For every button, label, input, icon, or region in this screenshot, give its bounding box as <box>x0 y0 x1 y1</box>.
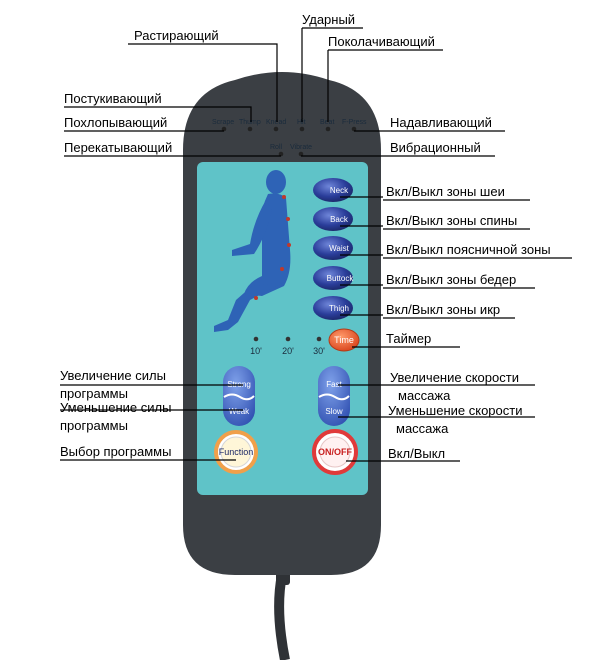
label-strength-down-2: программы <box>60 418 128 433</box>
neck-button[interactable]: Neck <box>313 178 353 202</box>
timer-label-20: 20' <box>282 346 294 356</box>
label-power: Вкл/Выкл <box>388 446 446 461</box>
cable <box>274 574 290 660</box>
timer-label-10: 10' <box>250 346 262 356</box>
neck-button-label: Neck <box>330 186 349 195</box>
strength-down-label: Weak <box>229 407 250 416</box>
mode-label-knead: Knead <box>266 119 286 126</box>
label-nadavlivayushchiy: Надавливающий <box>390 115 492 130</box>
label-speed-down-2: массажа <box>396 421 449 436</box>
label-strength-up-2: программы <box>60 386 128 401</box>
label-buttock-zone: Вкл/Выкл зоны бедер <box>386 272 517 287</box>
label-speed-up-2: массажа <box>398 388 451 403</box>
timer-label-30: 30' <box>313 346 325 356</box>
timer-leds <box>253 336 322 342</box>
strength-rocker[interactable]: Strong Weak <box>223 366 255 426</box>
speed-down-label: Slow <box>325 407 343 416</box>
mode-label-fpress: F-Press <box>342 119 367 126</box>
speed-rocker[interactable]: Fast Slow <box>318 366 350 426</box>
thigh-button-label: Thigh <box>329 304 349 313</box>
buttock-button-label: Buttock <box>327 274 355 283</box>
mode-label-vibrate: Vibrate <box>290 144 312 151</box>
label-speed-up-1: Увеличение скорости <box>390 370 519 385</box>
label-thigh-zone: Вкл/Выкл зоны икр <box>386 302 501 317</box>
time-button[interactable]: Time <box>328 328 360 352</box>
function-button-label: Function <box>219 447 254 457</box>
label-neck-zone: Вкл/Выкл зоны шеи <box>386 184 505 199</box>
buttock-button[interactable]: Buttock <box>313 266 354 290</box>
power-button-label: ON/OFF <box>318 447 352 457</box>
thigh-button[interactable]: Thigh <box>313 296 353 320</box>
speed-up-label: Fast <box>326 380 342 389</box>
back-button-label: Back <box>330 215 349 224</box>
mode-label-thump: Thump <box>239 119 261 126</box>
waist-button[interactable]: Waist <box>313 236 353 260</box>
function-button[interactable]: Function <box>214 430 258 474</box>
mode-leds <box>221 126 357 157</box>
mode-label-beat: Beat <box>320 119 334 126</box>
label-perekatyvayushchiy: Перекатывающий <box>64 140 173 155</box>
label-timer: Таймер <box>386 331 432 346</box>
zone-dots <box>254 195 291 300</box>
mode-label-scrape: Scrape <box>212 119 234 126</box>
label-waist-zone: Вкл/Выкл поясничной зоны <box>386 242 551 257</box>
label-rastirayushchiy: Растирающий <box>134 28 219 43</box>
label-back-zone: Вкл/Выкл зоны спины <box>386 213 518 228</box>
label-postukivayushchiy: Постукивающий <box>64 91 162 106</box>
label-pokhlopyvayushchiy: Похлопывающий <box>64 115 168 130</box>
mode-label-roll: Roll <box>270 144 283 151</box>
seated-figure-icon <box>214 170 291 332</box>
time-button-label: Time <box>334 335 354 345</box>
label-pokolachivayushchiy: Поколачивающий <box>328 34 435 49</box>
label-strength-up-1: Увеличение силы <box>60 368 166 383</box>
label-speed-down-1: Уменьшение скорости <box>388 403 523 418</box>
power-button[interactable]: ON/OFF <box>312 429 358 475</box>
back-button[interactable]: Back <box>313 207 353 231</box>
label-udarnyy: Ударный <box>302 12 356 27</box>
waist-button-label: Waist <box>329 244 349 253</box>
label-program-select: Выбор программы <box>60 444 172 459</box>
label-vibratsionnyy: Вибрационный <box>390 140 481 155</box>
annotation-lines <box>60 27 572 462</box>
mode-label-hit: Hit <box>297 119 306 126</box>
label-strength-down-1: Уменьшение силы <box>60 400 172 415</box>
